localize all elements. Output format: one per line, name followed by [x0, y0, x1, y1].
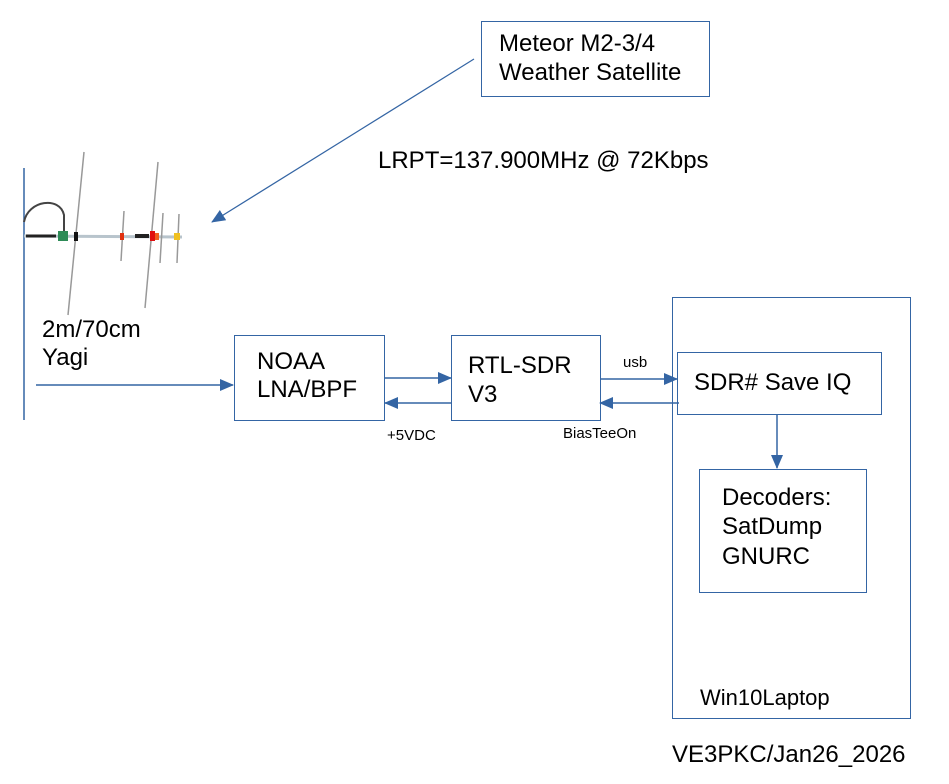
lna-label-line1: NOAA: [257, 348, 326, 375]
power-label: +5VDC: [387, 427, 436, 444]
antenna-label-type: Yagi: [42, 344, 89, 371]
satellite-type: Weather Satellite: [499, 59, 682, 86]
usb-label: usb: [623, 354, 648, 371]
antenna-label-band: 2m/70cm: [42, 316, 141, 343]
decoders-heading: Decoders:: [722, 484, 832, 511]
downlink-label: LRPT=137.900MHz @ 72Kbps: [378, 147, 709, 174]
decoder-gnurc: GNURC: [722, 543, 810, 570]
lna-label-line2: LNA/BPF: [257, 376, 358, 403]
downlink-arrow: [211, 58, 475, 223]
coax-cable: [23, 201, 65, 232]
decoders-box: [699, 469, 867, 593]
sdrsharp-box: [677, 352, 882, 415]
laptop-label: Win10Laptop: [700, 685, 830, 710]
satellite-name: Meteor M2-3/4: [499, 30, 656, 57]
biastee-label: BiasTeeOn: [563, 425, 637, 442]
lna-box: [234, 335, 385, 421]
yagi-antenna-icon: [23, 151, 183, 420]
sdr-box: [451, 335, 601, 421]
sdr-label-line1: RTL-SDR: [468, 352, 572, 379]
laptop-box: [672, 297, 911, 719]
sdr-label-line2: V3: [468, 381, 498, 408]
sdrsharp-label: SDR# Save IQ: [694, 369, 852, 396]
author-credit: VE3PKC/Jan26_2026: [672, 741, 906, 768]
antenna-element: [159, 212, 164, 264]
decoder-satdump: SatDump: [722, 513, 823, 540]
satellite-box: [481, 21, 710, 97]
